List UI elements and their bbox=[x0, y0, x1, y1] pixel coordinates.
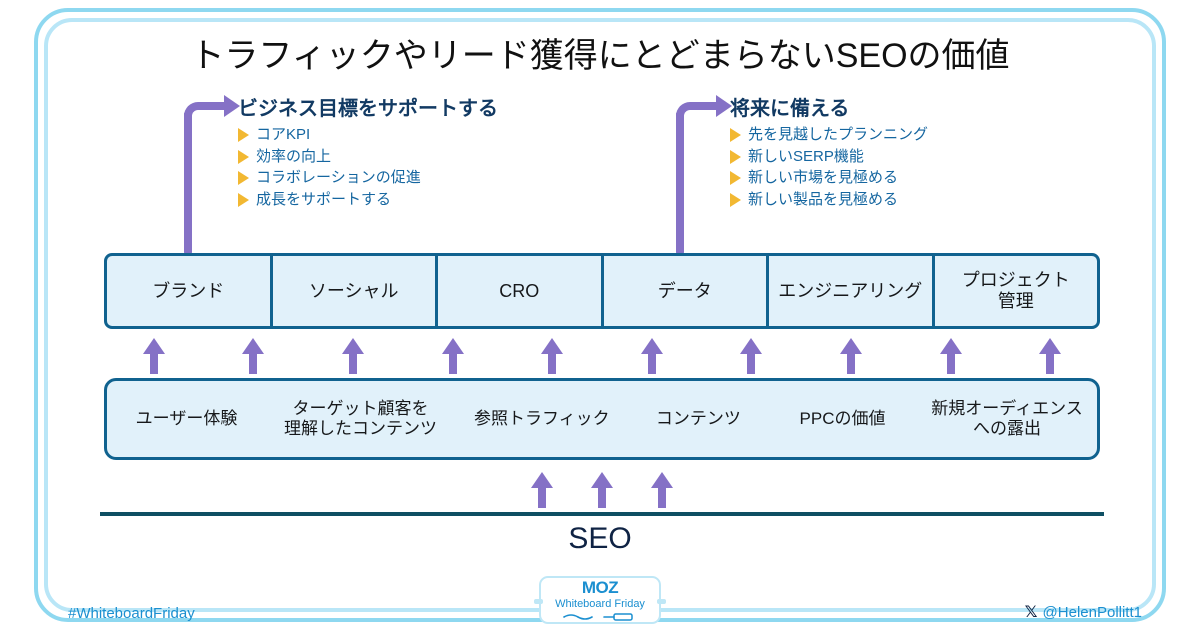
list-item-label: 先を見越したプランニング bbox=[748, 126, 929, 143]
list-item-label: コラボレーションの促進 bbox=[256, 169, 421, 186]
list-item-label: コアKPI bbox=[256, 126, 311, 143]
discipline-cell-social: ソーシャル bbox=[273, 256, 438, 326]
triangle-bullet-icon bbox=[730, 128, 741, 143]
discipline-cell-cro: CRO bbox=[438, 256, 604, 326]
triangle-bullet-icon bbox=[238, 149, 249, 164]
up-arrow-icon bbox=[541, 338, 564, 374]
connector-arrow-right bbox=[676, 95, 732, 254]
up-arrow-icon bbox=[640, 338, 663, 374]
author-handle-label: @HelenPollitt1 bbox=[1042, 604, 1142, 621]
list-item: 先を見越したプランニング bbox=[730, 126, 929, 144]
discipline-cell-brand: ブランド bbox=[107, 256, 273, 326]
list-item: 効率の向上 bbox=[238, 147, 498, 166]
discipline-cell-project-management: プロジェクト管理 bbox=[961, 270, 1070, 311]
contribution-cell-new-audience-exposure: 新規オーディエンスへの露出 bbox=[931, 398, 1083, 438]
triangle-bullet-icon bbox=[730, 192, 741, 207]
up-arrow-icon bbox=[242, 338, 265, 374]
seo-baseline-divider bbox=[100, 512, 1104, 516]
hashtag-label: #WhiteboardFriday bbox=[68, 605, 195, 622]
triangle-bullet-icon bbox=[238, 192, 249, 207]
up-arrow-icon bbox=[1039, 338, 1062, 374]
list-item: 新しい市場を見極める bbox=[730, 169, 928, 187]
discipline-cell-engineering: エンジニアリング bbox=[769, 256, 935, 326]
list-item-label: 成長をサポートする bbox=[256, 190, 392, 208]
contribution-cell-ppc-value: PPCの価値 bbox=[799, 408, 886, 428]
seo-foundation-label: SEO bbox=[568, 522, 632, 555]
list-item: 新しい製品を見極める bbox=[730, 190, 928, 209]
list-item-label: 新しいSERP機能 bbox=[748, 147, 864, 165]
list-item-label: 効率の向上 bbox=[256, 147, 332, 165]
up-arrow-icon bbox=[142, 338, 165, 374]
x-twitter-icon: 𝕏 bbox=[1024, 603, 1038, 621]
up-arrow-icon bbox=[342, 338, 364, 374]
middle-arrow-strip bbox=[104, 336, 1100, 374]
list-item-label: 新しい製品を見極める bbox=[748, 190, 899, 208]
up-arrow-icon bbox=[591, 472, 613, 508]
up-arrow-icon bbox=[531, 472, 553, 508]
list-heading: ビジネス目標をサポートする bbox=[238, 98, 498, 120]
list-item: コラボレーションの促進 bbox=[238, 169, 498, 187]
badge-tab-left bbox=[534, 599, 543, 604]
author-handle[interactable]: 𝕏 @HelenPollitt1 bbox=[1025, 604, 1142, 621]
contribution-cell-audience-content: ターゲット顧客を理解したコンテンツ bbox=[283, 398, 437, 438]
discipline-cell-data: データ bbox=[604, 256, 769, 326]
contribution-cell-referral-traffic: 参照トラフィック bbox=[474, 408, 610, 428]
badge-tab-right bbox=[657, 599, 666, 604]
triangle-bullet-icon bbox=[730, 171, 741, 186]
badge-subtitle: Whiteboard Friday bbox=[555, 597, 645, 610]
list-support-business-goals: ビジネス目標をサポートする コアKPI 効率の向上 コラボレーションの促進 成長… bbox=[238, 98, 498, 213]
contribution-cell-content: コンテンツ bbox=[655, 408, 741, 428]
discipline-row: ブランド ソーシャル CRO データ エンジニアリング プロジェクト管理 bbox=[104, 253, 1100, 329]
page-title: トラフィックやリード獲得にとどまらないSEOの価値 bbox=[190, 37, 1010, 75]
triangle-bullet-icon bbox=[238, 128, 249, 143]
list-item-label: 新しい市場を見極める bbox=[748, 169, 899, 186]
triangle-bullet-icon bbox=[238, 171, 249, 186]
marker-pen-icon bbox=[563, 613, 633, 621]
list-prepare-for-future: 将来に備える 先を見越したプランニング 新しいSERP機能 新しい市場を見極める… bbox=[730, 98, 928, 213]
up-arrow-icon bbox=[441, 338, 464, 374]
list-item: 成長をサポートする bbox=[238, 190, 498, 209]
contribution-cell-user-experience: ユーザー体験 bbox=[135, 408, 238, 428]
moz-logo-text: MOZ bbox=[581, 577, 619, 597]
up-arrow-icon bbox=[840, 338, 862, 374]
up-arrow-icon bbox=[651, 472, 673, 508]
triangle-bullet-icon bbox=[730, 149, 741, 164]
list-item: コアKPI bbox=[238, 126, 498, 144]
seo-arrow-strip bbox=[104, 470, 1100, 508]
up-arrow-icon bbox=[740, 338, 763, 374]
connector-arrow-left bbox=[184, 95, 240, 254]
list-heading: 将来に備える bbox=[730, 98, 850, 120]
seo-contribution-row: ユーザー体験 ターゲット顧客を理解したコンテンツ 参照トラフィック コンテンツ … bbox=[104, 378, 1100, 460]
up-arrow-icon bbox=[939, 338, 962, 374]
list-item: 新しいSERP機能 bbox=[730, 147, 928, 166]
moz-whiteboard-friday-badge: MOZ Whiteboard Friday bbox=[534, 576, 666, 624]
